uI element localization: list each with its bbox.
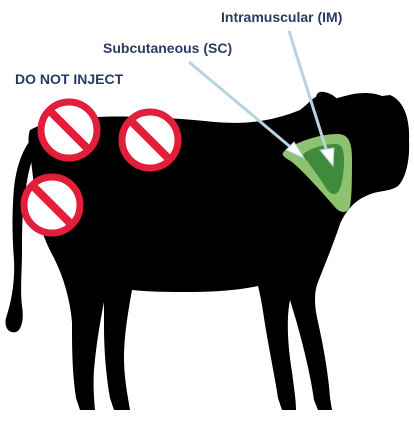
no-symbol-icon	[24, 177, 80, 233]
do-not-inject-label: DO NOT INJECT	[15, 72, 123, 86]
subcutaneous-label: Subcutaneous (SC)	[103, 41, 232, 55]
no-symbol-icon	[41, 102, 97, 158]
cow-ear	[316, 92, 340, 106]
intramuscular-label: Intramuscular (IM)	[221, 10, 342, 24]
no-symbol-icon	[122, 112, 178, 168]
